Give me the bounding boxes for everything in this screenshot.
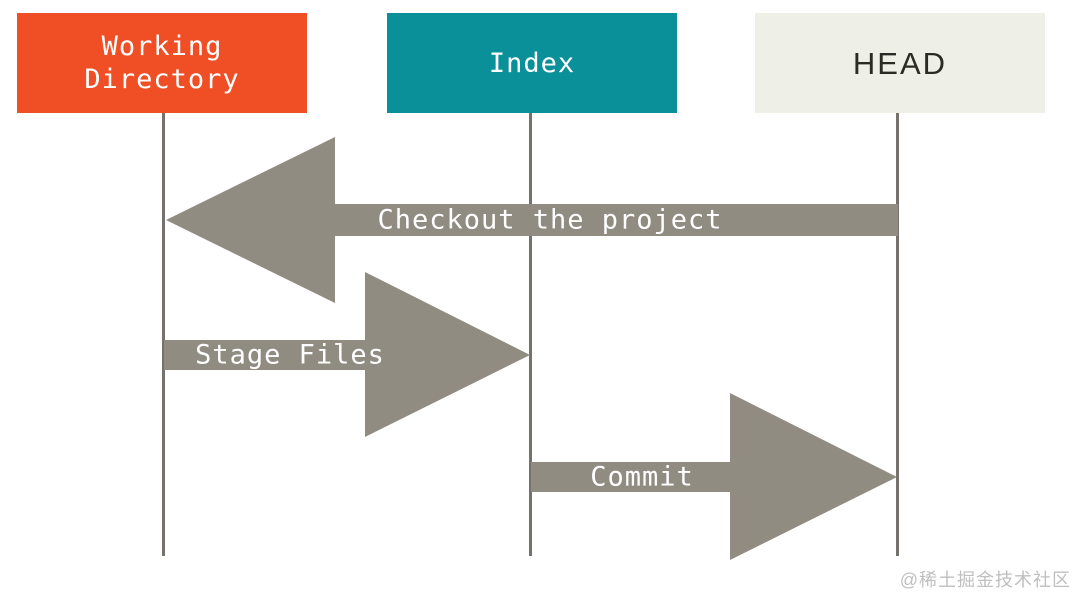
index-label: Index — [488, 47, 576, 79]
stage-files-arrow-label: Stage Files — [195, 339, 385, 371]
head-box: HEAD — [755, 13, 1045, 113]
working-directory-box: Working Directory — [17, 13, 307, 113]
commit-arrow — [531, 393, 897, 560]
watermark-text: @稀土掘金技术社区 — [899, 570, 1071, 590]
index-lifeline — [529, 113, 532, 556]
head-label: HEAD — [852, 45, 948, 81]
checkout-arrow-label: Checkout the project — [377, 204, 723, 236]
stage-files-arrow — [164, 272, 530, 437]
checkout-arrow — [166, 137, 898, 303]
commit-arrow-label: Commit — [590, 461, 694, 493]
working-directory-lifeline — [162, 113, 165, 556]
working-directory-label: Working Directory — [84, 31, 240, 95]
head-lifeline — [896, 113, 899, 556]
index-box: Index — [387, 13, 677, 113]
